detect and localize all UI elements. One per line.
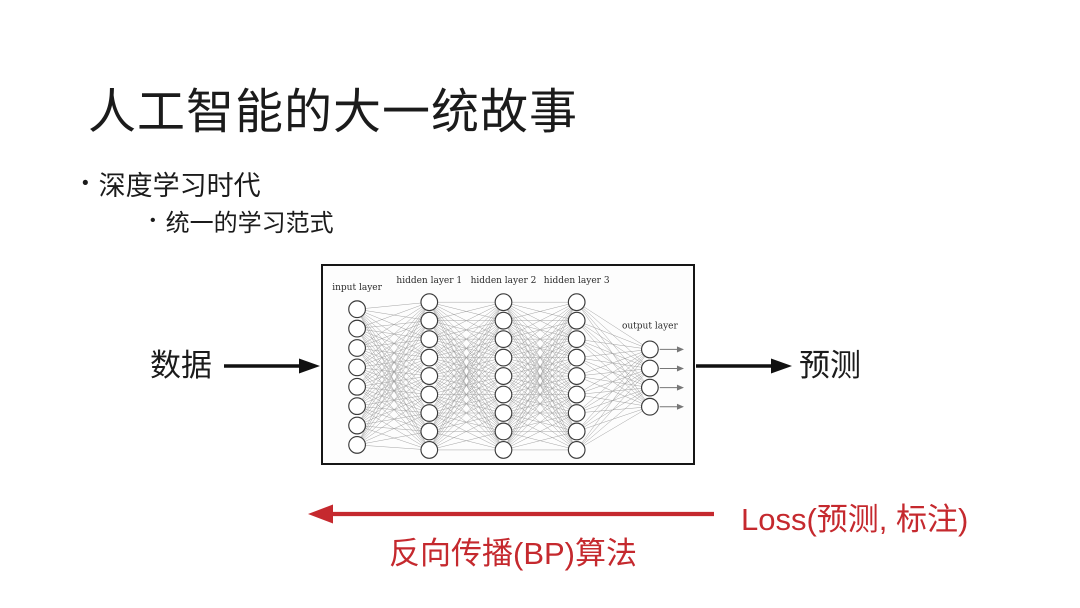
bullet-label: 统一的学习范式 [165, 210, 334, 237]
backprop-algorithm-label: 反向传播(BP)算法 [389, 536, 637, 571]
prediction-label: 预测 [799, 348, 861, 383]
data-to-network-arrow [224, 358, 320, 374]
nn-layer-label: hidden layer 3 [544, 276, 610, 286]
network-to-prediction-arrow [696, 358, 792, 374]
neural-network-figure: input layer hidden layer 1 hidden layer 2 h… [321, 264, 695, 465]
neural-network-svg: input layer hidden layer 1 hidden layer 2 h… [332, 276, 684, 459]
backprop-arrow [308, 504, 714, 524]
data-label: 数据 [150, 348, 212, 383]
bullet-marker: • [82, 173, 89, 194]
nn-layer-label: input layer [332, 283, 382, 293]
bullet-item-deep-learning-era: • 深度学习时代 [82, 164, 261, 203]
bullet-label: 深度学习时代 [98, 171, 261, 201]
nn-layer-label: hidden layer 1 [396, 276, 462, 286]
page-title: 人工智能的大一统故事 [88, 86, 579, 140]
nn-layer-label: hidden layer 2 [471, 276, 537, 286]
nn-layer-label: output layer [622, 321, 679, 331]
bullet-marker: • [150, 211, 156, 229]
bullet-item-unified-paradigm: • 统一的学习范式 [150, 203, 334, 238]
loss-label: Loss(预测, 标注) [741, 502, 969, 537]
